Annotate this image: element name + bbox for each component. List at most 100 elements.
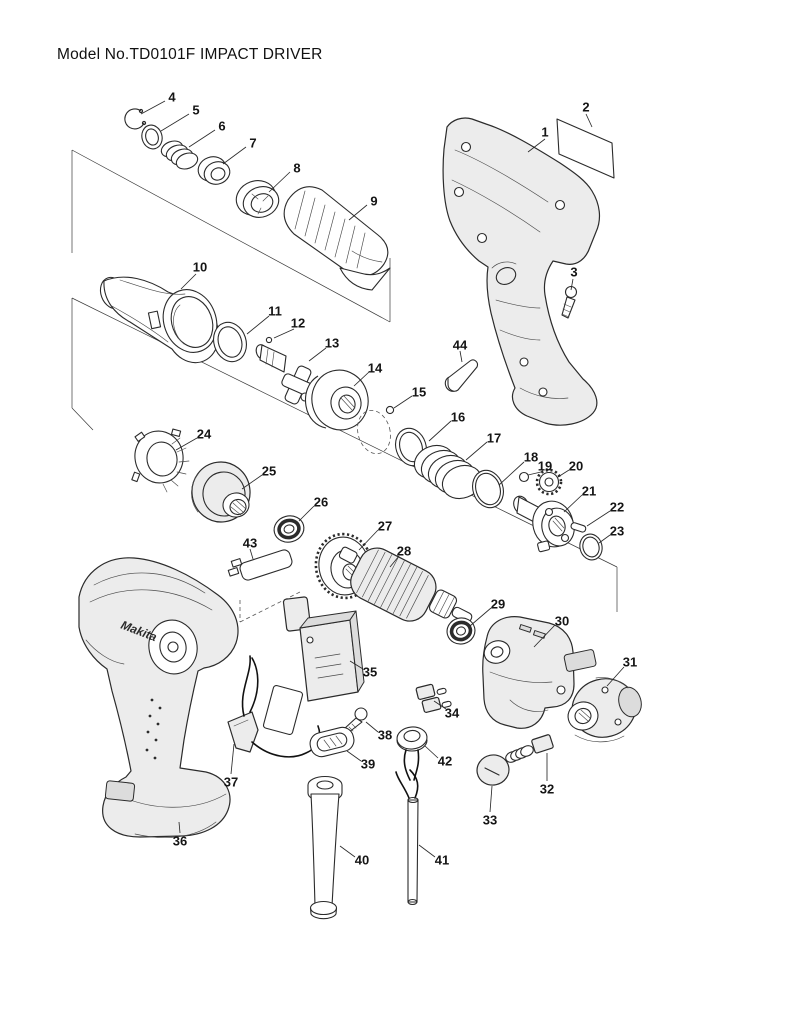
part-number-10: 10 [193, 260, 207, 275]
leader-line-40 [339, 845, 356, 858]
part-26-ball-bearing [273, 515, 305, 543]
part-8-ring [235, 180, 280, 218]
part-32-carbon-brush [505, 734, 554, 763]
leader-line-1 [527, 138, 546, 153]
part-44-pin [444, 359, 478, 392]
part-number-44: 44 [453, 338, 468, 353]
leader-line-13 [308, 347, 327, 362]
part-number-6: 6 [218, 119, 225, 134]
leader-line-9 [348, 204, 368, 221]
part-number-12: 12 [291, 316, 305, 331]
part-22-pin [570, 522, 587, 533]
part-2-nameplate [556, 118, 615, 179]
page-title: Model No.TD0101F IMPACT DRIVER [57, 46, 323, 63]
part-number-3: 3 [570, 265, 577, 280]
part-20-pinion-gear [535, 468, 563, 496]
leader-line-23 [598, 534, 611, 544]
leader-line-30 [533, 624, 556, 648]
part-number-22: 22 [610, 500, 624, 515]
leader-line-6 [188, 129, 216, 148]
part-number-31: 31 [623, 655, 637, 670]
part-number-13: 13 [325, 336, 339, 351]
part-number-41: 41 [435, 853, 449, 868]
leader-line-4 [140, 100, 166, 115]
part-11-o-ring [213, 321, 247, 363]
part-number-9: 9 [370, 194, 377, 209]
leader-line-29 [469, 607, 492, 627]
leader-line-16 [428, 420, 452, 442]
part-7-bushing [197, 156, 231, 185]
leader-line-38 [365, 721, 379, 733]
part-10-hammer-case [99, 276, 220, 364]
leader-line-14 [353, 371, 370, 387]
part-19-steel-ball [518, 471, 530, 483]
part-number-15: 15 [412, 385, 426, 400]
leader-line-3 [570, 278, 574, 291]
leader-line-44 [459, 350, 463, 363]
part-number-37: 37 [224, 775, 238, 790]
part-31-rear-cover-assembly [563, 649, 642, 743]
leader-line-33 [489, 785, 493, 813]
leader-line-21 [563, 494, 583, 513]
leader-line-26 [298, 505, 315, 522]
part-29-ball-bearing [446, 617, 476, 645]
part-12-steel-ball [265, 336, 273, 344]
leader-line-41 [418, 844, 436, 858]
part-number-27: 27 [378, 519, 392, 534]
leader-line-2 [585, 113, 593, 128]
part-number-2: 2 [582, 100, 589, 115]
part-number-35: 35 [363, 665, 377, 680]
part-number-7: 7 [249, 136, 256, 151]
part-number-34: 34 [445, 706, 460, 721]
part-number-33: 33 [483, 813, 497, 828]
part-number-28: 28 [397, 544, 411, 559]
part-number-23: 23 [610, 524, 624, 539]
part-number-26: 26 [314, 495, 328, 510]
part-3-screw [561, 285, 578, 319]
leader-line-35 [349, 660, 364, 670]
part-37-lead-wire-unit [227, 655, 321, 758]
part-6-spring [160, 140, 199, 170]
part-42-grommet [396, 726, 428, 781]
part-5-washer [141, 124, 163, 150]
leader-line-19 [527, 471, 542, 476]
part-number-5: 5 [192, 103, 199, 118]
part-number-14: 14 [368, 361, 383, 376]
leader-line-39 [346, 750, 362, 762]
part-number-24: 24 [197, 427, 212, 442]
leader-line-10 [180, 273, 197, 290]
part-number-1: 1 [541, 125, 548, 140]
leader-line-36 [178, 821, 181, 834]
part-number-18: 18 [524, 450, 538, 465]
part-28-armature [338, 546, 473, 624]
part-40-sleeve-tube [307, 775, 343, 920]
part-43-hook-plate [227, 549, 293, 581]
leader-line-7 [222, 146, 247, 165]
part-number-17: 17 [487, 431, 501, 446]
part-number-36: 36 [173, 834, 187, 849]
leader-line-28 [389, 555, 400, 568]
part-number-11: 11 [268, 304, 282, 319]
part-23-o-ring [579, 533, 603, 561]
leader-line-43 [249, 548, 254, 560]
part-number-29: 29 [491, 597, 505, 612]
part-24-ring-gear [131, 428, 190, 493]
part-35-switch [282, 596, 365, 702]
leader-line-8 [268, 171, 291, 193]
part-number-40: 40 [355, 853, 369, 868]
part-1-housing-right [442, 117, 601, 426]
construction-lines [71, 149, 618, 623]
part-21-spindle [513, 495, 575, 553]
part-number-4: 4 [168, 90, 176, 105]
part-number-42: 42 [438, 754, 452, 769]
leader-line-12 [273, 328, 295, 339]
part-9-bumper [283, 186, 391, 291]
part-14-hammer [304, 369, 369, 431]
leader-line-11 [246, 315, 270, 335]
part-number-19: 19 [538, 459, 552, 474]
part-number-21: 21 [582, 484, 596, 499]
leader-line-37 [230, 743, 235, 775]
part-number-25: 25 [262, 464, 276, 479]
leader-line-34 [433, 700, 447, 710]
part-34-terminal-block [415, 683, 452, 713]
